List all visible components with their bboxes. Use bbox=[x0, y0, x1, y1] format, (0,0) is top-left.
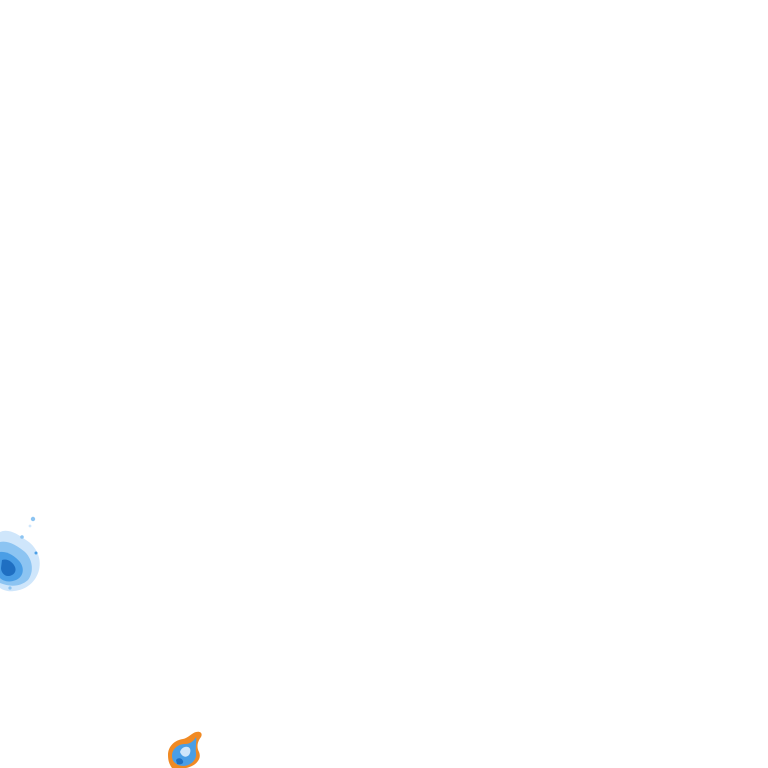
precipitation-cell-west bbox=[0, 516, 40, 592]
rain-speck bbox=[8, 586, 12, 590]
rain-area-light bbox=[180, 746, 191, 757]
rain-speck bbox=[30, 516, 36, 522]
rain-area-heavy bbox=[176, 758, 184, 765]
rain-area-heavy bbox=[1, 559, 16, 576]
rain-speck bbox=[34, 551, 38, 555]
precipitation-cell-south bbox=[168, 731, 202, 768]
rain-speck bbox=[20, 535, 24, 539]
rain-speck bbox=[28, 524, 32, 528]
